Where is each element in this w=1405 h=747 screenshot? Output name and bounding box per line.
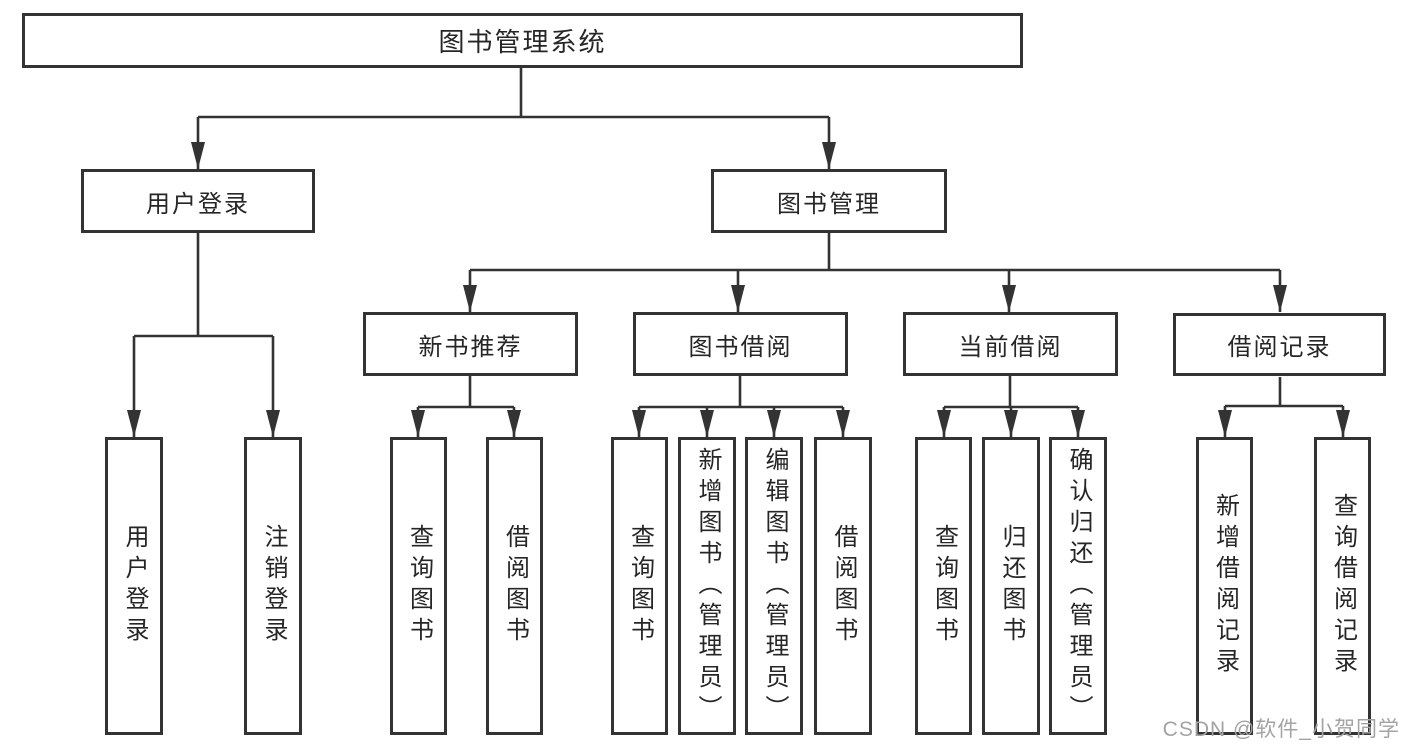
leaf-logout: 注销登录 — [244, 437, 302, 735]
node-new-book-recommend: 新书推荐 — [363, 312, 578, 376]
leaf-borrow-books-recommend: 借阅图书 — [486, 437, 543, 735]
node-book-borrowing: 图书借阅 — [633, 312, 848, 376]
leaf-add-books-admin: 新增图书（管理员） — [678, 437, 736, 735]
leaf-query-books-recommend: 查询图书 — [390, 437, 447, 735]
node-user-login: 用户登录 — [81, 169, 315, 233]
node-current-borrowing: 当前借阅 — [903, 312, 1118, 376]
csdn-watermark: CSDN @软件_小贺同学 — [1162, 718, 1400, 741]
leaf-user-login: 用户登录 — [105, 437, 163, 735]
leaf-add-borrow-record: 新增借阅记录 — [1196, 437, 1253, 735]
node-borrowing-records: 借阅记录 — [1173, 313, 1386, 376]
leaf-query-books-current: 查询图书 — [915, 437, 972, 735]
leaf-query-borrow-record: 查询借阅记录 — [1314, 437, 1371, 735]
node-root-system: 图书管理系统 — [22, 13, 1023, 68]
leaf-edit-books-admin: 编辑图书（管理员） — [745, 437, 803, 735]
leaf-return-books: 归还图书 — [982, 437, 1040, 735]
node-book-management: 图书管理 — [711, 169, 947, 233]
leaf-confirm-return-admin: 确认归还（管理员） — [1049, 437, 1107, 735]
leaf-query-books-borrowing: 查询图书 — [611, 437, 668, 735]
leaf-borrow-books: 借阅图书 — [814, 437, 872, 735]
